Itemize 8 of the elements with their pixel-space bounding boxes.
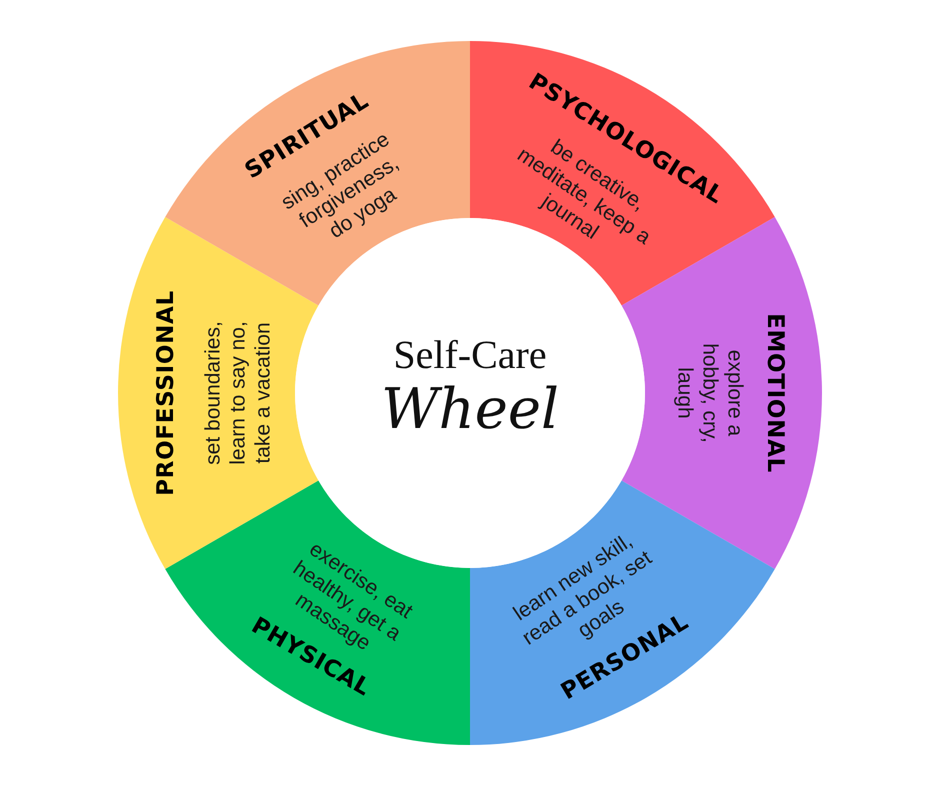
wheel-segment bbox=[470, 480, 775, 745]
segment-description: set boundaries, learn to say no, take a vacation bbox=[200, 320, 276, 467]
wheel-script-title: Wheel bbox=[381, 378, 559, 442]
segment-heading: EMOTIONAL bbox=[761, 313, 789, 473]
segment-heading: PROFESSIONAL bbox=[152, 290, 180, 496]
wheel-title: Self-Care bbox=[393, 332, 547, 378]
segment-description: explore a hobby, cry, laugh bbox=[672, 342, 748, 445]
wheel-segment bbox=[470, 41, 775, 306]
